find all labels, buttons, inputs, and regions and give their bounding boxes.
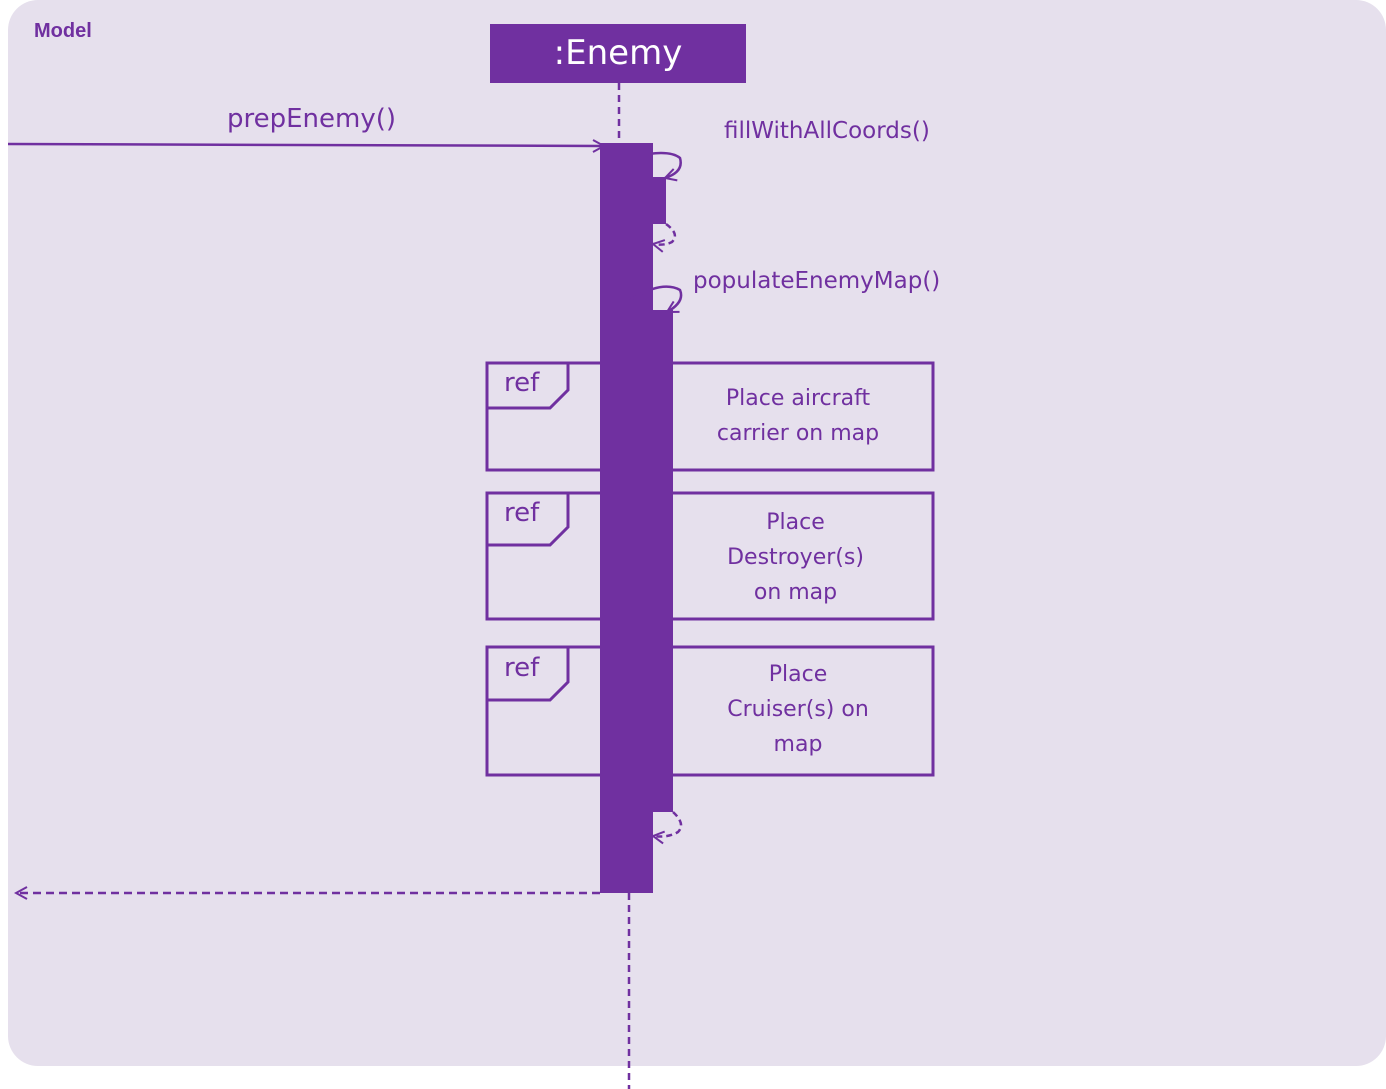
ref-text-1-line-1: Place aircraft — [725, 386, 871, 411]
ref-text-2-line-1: Place — [766, 510, 825, 535]
ref-tag-1: ref — [504, 368, 540, 398]
ref-text-3-line-2: Cruiser(s) on — [727, 697, 869, 722]
message-label-prepEnemy: prepEnemy() — [227, 104, 397, 134]
ref-tag-2: ref — [504, 498, 540, 528]
ref-text-3-line-3: map — [773, 732, 823, 757]
ref-text-2-line-2: Destroyer(s) — [727, 545, 864, 570]
message-label-fillWithAllCoords: fillWithAllCoords() — [724, 118, 930, 144]
model-frame — [8, 0, 1386, 1066]
ref-frame-2 — [485, 491, 935, 621]
self-return-arrow-fill — [653, 222, 677, 245]
ref-frame-3 — [485, 645, 935, 777]
ref-text-2: Place Destroyer(s) on map — [673, 505, 918, 610]
ref-frame-1 — [485, 361, 935, 472]
ref-text-2-line-3: on map — [753, 580, 838, 605]
lifeline-head-enemy: :Enemy — [490, 24, 746, 83]
ref-text-3-line-1: Place — [768, 662, 828, 687]
message-label-populateEnemyMap: populateEnemyMap() — [693, 268, 941, 294]
self-call-arrow-fill — [627, 151, 682, 178]
self-return-arrow-populate — [653, 811, 683, 837]
frame-label: Model — [34, 20, 92, 42]
ref-tag-3: ref — [504, 653, 540, 683]
activation-bar-populate — [653, 310, 673, 812]
activation-bar-fill-coords — [653, 177, 666, 224]
ref-text-3: Place Cruiser(s) on map — [673, 657, 923, 762]
activation-bar-main — [600, 143, 653, 893]
self-call-arrow-populate — [629, 285, 683, 314]
call-arrow-prepEnemy — [7, 144, 604, 146]
ref-text-1: Place aircraft carrier on map — [673, 381, 923, 451]
ref-text-1-line-2: carrier on map — [716, 421, 880, 446]
